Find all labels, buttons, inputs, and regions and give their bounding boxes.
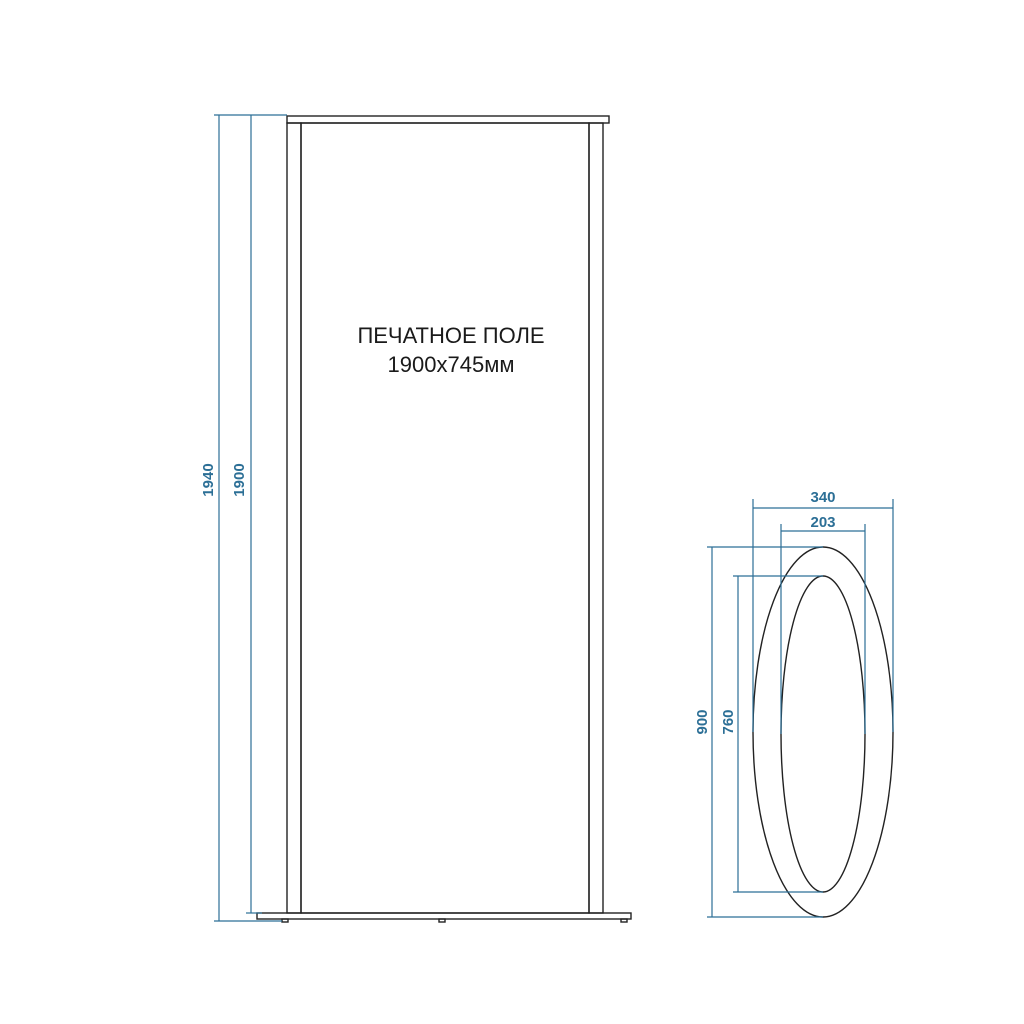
- foot-center: [438, 918, 446, 923]
- left-pole: [286, 122, 302, 914]
- front-view: ПЕЧАТНОЕ ПОЛЕ 1900x745мм 1940 1900: [200, 114, 632, 923]
- base-view: 340 203 900 760: [694, 489, 894, 918]
- dim-print-height: 1900: [231, 115, 262, 914]
- right-pole: [588, 122, 604, 914]
- print-field-size: 1900x745мм: [388, 352, 515, 377]
- dim-outer-length: 900: [694, 546, 823, 918]
- dim-outer-width-value: 340: [810, 489, 835, 506]
- top-bar: [286, 115, 610, 124]
- outer-ellipse: [752, 546, 894, 918]
- dim-inner-length: 760: [720, 575, 823, 893]
- dim-overall-height: 1940: [200, 114, 287, 922]
- print-field-label: ПЕЧАТНОЕ ПОЛЕ: [357, 323, 544, 348]
- base-plate: [256, 912, 632, 920]
- dim-outer-length-value: 900: [694, 709, 711, 734]
- dim-inner-width: 203: [780, 514, 866, 734]
- inner-ellipse: [780, 575, 866, 893]
- foot-left: [281, 918, 289, 923]
- print-field: [300, 122, 590, 914]
- dim-inner-width-value: 203: [810, 514, 835, 531]
- foot-right: [620, 918, 628, 923]
- dim-overall-height-value: 1940: [200, 463, 217, 496]
- dim-outer-width: 340: [752, 489, 894, 732]
- dim-inner-length-value: 760: [720, 709, 737, 734]
- dim-print-height-value: 1900: [231, 463, 248, 496]
